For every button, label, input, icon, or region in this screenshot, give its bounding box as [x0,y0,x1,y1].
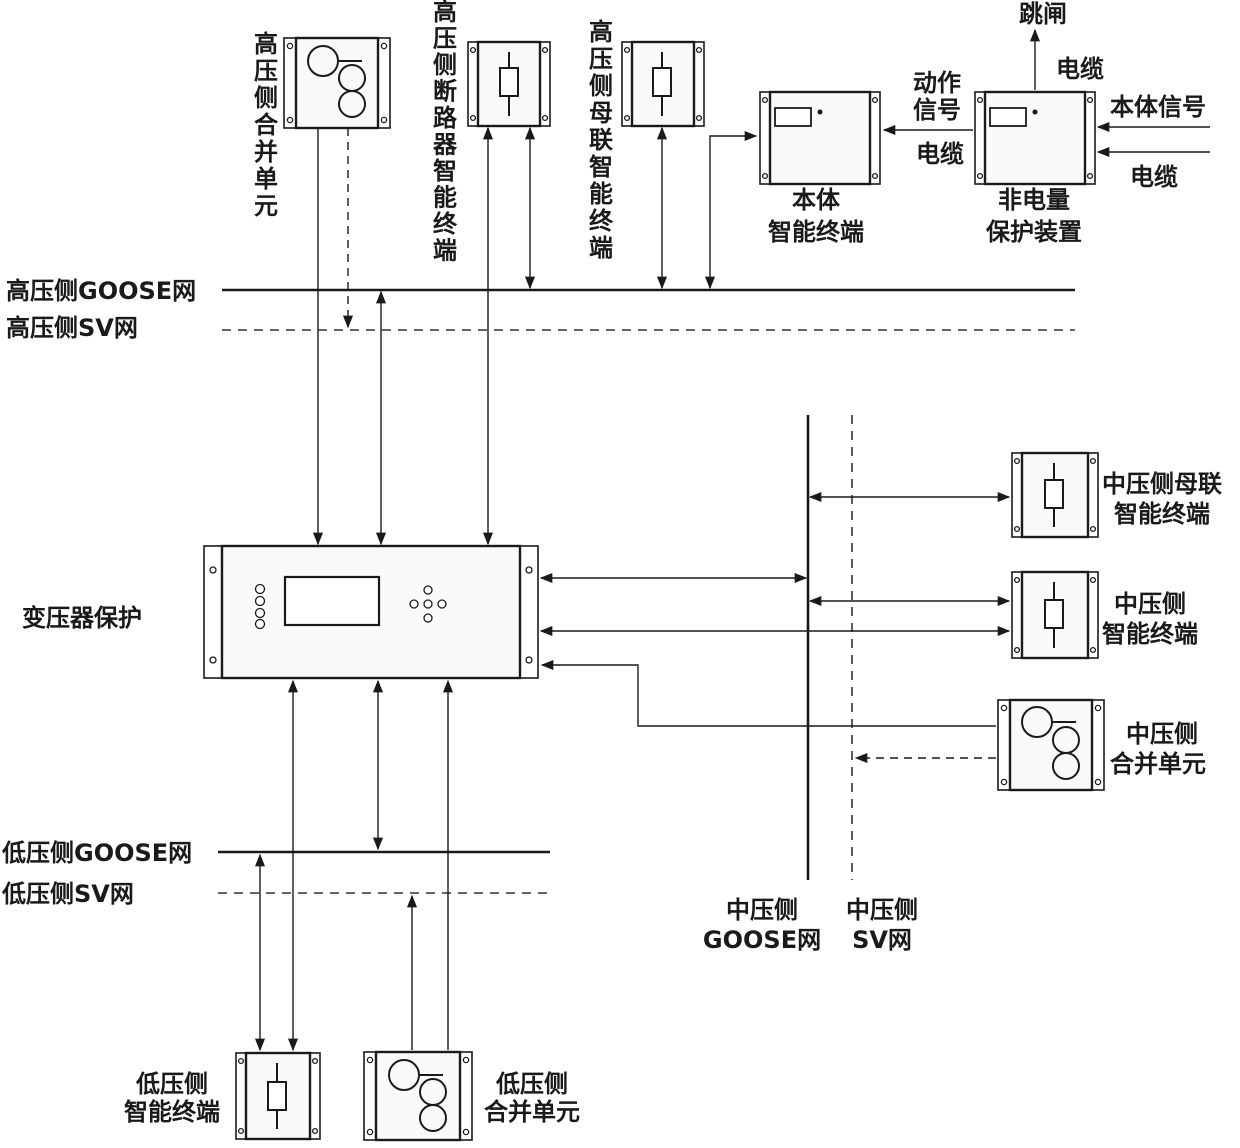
label-body-terminal-1: 本体 [792,186,841,214]
label-hv-goose: 高压侧GOOSE网 [6,277,196,305]
label-action-2: 信号 [913,96,961,124]
body-terminal-to-goose [704,130,758,290]
hv-merging-unit [283,36,391,130]
label-mv-goose-2: GOOSE网 [703,926,821,954]
label-lv-mu-1: 低压侧 [495,1070,568,1098]
nonelectrical-protection [974,90,1096,186]
label-mv-mu-1: 中压侧 [1126,720,1198,748]
label-lv-terminal-2: 智能终端 [124,1098,220,1126]
mv-intelligent-terminal [1011,570,1099,660]
label-mv-sv-2: SV网 [852,926,912,954]
label-hv-sv: 高压侧SV网 [6,314,138,342]
label-nonelectrical-2: 保护装置 [985,218,1082,246]
label-hv-merging-unit: 高压侧合并单元 [254,30,279,220]
mv-merging-unit [997,698,1105,792]
label-mv-mu-2: 合并单元 [1110,750,1206,778]
label-nonelectrical-1: 非电量 [998,186,1070,214]
label-transformer-protection: 变压器保护 [22,604,142,632]
label-body-signal: 本体信号 [1110,93,1206,121]
mv-buscoupler-terminal [1011,451,1099,539]
label-hv-buscoupler-terminal: 高压侧母联智能终端 [589,18,614,262]
label-mv-buscoupler-2: 智能终端 [1114,500,1210,528]
label-mv-terminal-2: 智能终端 [1102,620,1198,648]
mv-mu-to-protection [540,659,996,727]
label-mv-buscoupler-1: 中压侧母联 [1102,470,1222,498]
lv-intelligent-terminal [235,1051,321,1141]
body-intelligent-terminal [759,90,881,186]
label-cable-mid: 电缆 [916,140,964,168]
lv-merging-unit [363,1050,473,1142]
label-lv-mu-2: 合并单元 [484,1098,580,1126]
hv-buscoupler-terminal [621,40,705,128]
label-cable-right: 电缆 [1130,163,1178,191]
label-cable-top: 电缆 [1056,55,1104,83]
label-mv-goose-1: 中压侧 [726,896,798,924]
transformer-protection-device [203,544,539,680]
label-lv-goose: 低压侧GOOSE网 [1,839,192,867]
label-mv-terminal-1: 中压侧 [1114,590,1186,618]
label-lv-terminal-1: 低压侧 [135,1070,208,1098]
label-hv-breaker-terminal: 高压侧断路器智能终端 [432,0,458,265]
label-mv-sv-1: 中压侧 [846,896,918,924]
hv-breaker-terminal [467,40,551,128]
label-body-terminal-2: 智能终端 [768,218,864,246]
label-lv-sv: 低压侧SV网 [1,880,134,908]
label-trip: 跳闸 [1019,0,1067,28]
label-action-1: 动作 [913,69,961,97]
